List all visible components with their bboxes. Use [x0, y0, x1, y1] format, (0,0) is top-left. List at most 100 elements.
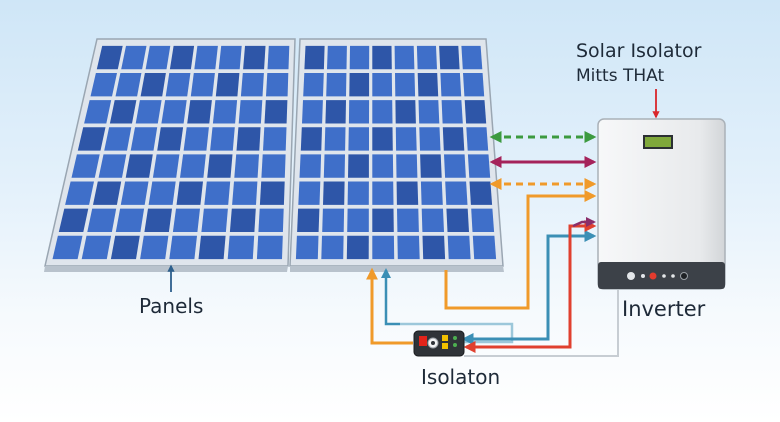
solar-cell: [81, 235, 112, 260]
solar-cell: [204, 181, 231, 205]
solar-cell: [298, 181, 321, 205]
solar-cell: [212, 100, 238, 124]
solar-cell: [466, 127, 489, 151]
solar-cell: [372, 154, 394, 178]
solar-cell: [303, 73, 324, 97]
inverter-unit: [597, 118, 726, 290]
solar-cell: [372, 45, 392, 70]
isolator-switch: [413, 330, 465, 357]
solar-cell: [169, 235, 197, 260]
solar-cell: [419, 127, 441, 151]
diagram-title-line1: Solar Isolator: [576, 40, 702, 62]
solar-cell: [441, 100, 463, 124]
solar-cell: [395, 100, 416, 124]
solar-cell: [109, 100, 137, 124]
solar-cell: [322, 208, 345, 232]
solar-cell: [469, 181, 493, 205]
solar-cell: [165, 73, 191, 97]
solar-cell: [264, 100, 288, 124]
solar-cell: [258, 208, 284, 232]
solar-cell: [439, 45, 460, 70]
solar-cell: [145, 45, 171, 70]
solar-cell: [464, 100, 487, 124]
display-screen-icon: [643, 135, 673, 149]
solar-cell: [148, 181, 176, 205]
solar-cell: [395, 73, 416, 97]
solar-cell: [176, 181, 203, 205]
solar-cell: [120, 181, 149, 205]
solar-cell: [190, 73, 215, 97]
solar-cell: [327, 45, 347, 70]
solar-cell: [227, 235, 255, 260]
solar-cell: [445, 181, 468, 205]
solar-cell: [295, 235, 319, 260]
solar-cell: [348, 154, 369, 178]
solar-cell: [256, 235, 283, 260]
solar-cell: [90, 73, 117, 97]
solar-cell: [346, 235, 369, 260]
solar-cell: [215, 73, 240, 97]
solar-cell: [198, 235, 226, 260]
solar-cell: [421, 208, 444, 232]
power-switch-icon: [419, 336, 427, 346]
wire-red: [463, 220, 597, 353]
solar-cell: [444, 154, 466, 178]
solar-cell: [201, 208, 228, 232]
solar-cell: [396, 181, 419, 205]
inverter-label: Inverter: [622, 297, 706, 321]
solar-cell: [463, 73, 485, 97]
solar-cell: [300, 127, 322, 151]
solar-cell: [172, 208, 200, 232]
solar-cell: [135, 100, 162, 124]
solar-cell: [471, 208, 495, 232]
solar-cell: [110, 235, 140, 260]
solar-cell: [372, 181, 394, 205]
solar-cell: [52, 235, 83, 260]
solar-cell: [65, 181, 94, 205]
isolator-label: Isolaton: [421, 365, 501, 389]
connection-lines: [366, 131, 619, 357]
panels-label: Panels: [139, 294, 204, 318]
solar-cell: [304, 45, 325, 70]
solar-cell: [297, 208, 320, 232]
solar-cell: [348, 127, 369, 151]
solar-cell: [84, 100, 112, 124]
solar-cell: [397, 235, 420, 260]
solar-cell: [180, 154, 206, 178]
diagram-title-line2: Mitts THAt: [576, 66, 665, 86]
solar-cell: [302, 100, 323, 124]
solar-cell: [161, 100, 187, 124]
solar-cell: [144, 208, 172, 232]
solar-cell: [323, 154, 345, 178]
solar-cell: [229, 208, 256, 232]
solar-cell: [442, 127, 465, 151]
solar-cell: [267, 45, 290, 70]
solar-cell: [467, 154, 491, 178]
wire-purple: [572, 217, 596, 228]
solar-cell: [440, 73, 462, 97]
solar-cell: [447, 235, 471, 260]
solar-cell: [157, 127, 184, 151]
solar-cell: [416, 45, 437, 70]
solar-cell: [96, 45, 123, 70]
terminal-port-icon: [627, 272, 635, 280]
solar-cell: [420, 181, 443, 205]
solar-cell: [372, 235, 395, 260]
solar-cell: [130, 127, 158, 151]
solar-cell: [321, 235, 344, 260]
solar-cell: [394, 45, 415, 70]
solar-cell: [243, 45, 266, 70]
solar-cell: [348, 100, 370, 124]
wire-orange-isolator: [366, 267, 413, 345]
solar-cell: [121, 45, 147, 70]
solar-cell: [240, 73, 264, 97]
solar-cell: [372, 208, 394, 232]
solar-cell: [323, 181, 345, 205]
solar-cell: [417, 73, 439, 97]
solar-cell: [210, 127, 235, 151]
solar-cell: [349, 45, 370, 70]
solar-cell: [77, 127, 106, 151]
solar-cell: [349, 73, 370, 97]
solar-cell: [420, 154, 442, 178]
solar-cell: [169, 45, 195, 70]
